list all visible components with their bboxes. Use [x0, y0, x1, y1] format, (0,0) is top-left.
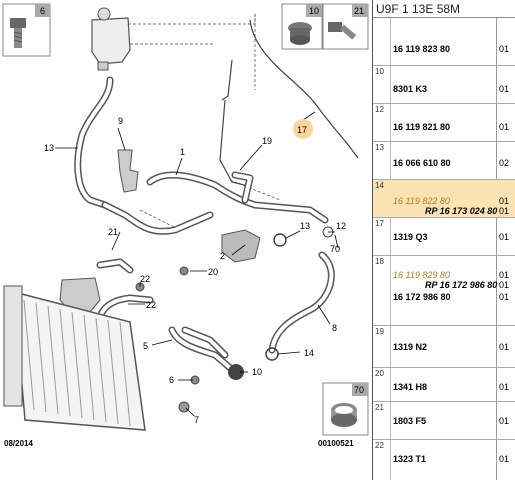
table-row[interactable]: 22 1323 T1 01: [375, 441, 510, 464]
quantity: 01: [499, 292, 510, 302]
inset-6[interactable]: 6: [2, 3, 51, 57]
hose-20: [96, 258, 134, 274]
inset-10[interactable]: 10: [281, 3, 323, 50]
table-row[interactable]: 13 16 066 610 80 02: [373, 142, 515, 180]
table-row[interactable]: 10 8301 K3 01: [373, 66, 515, 104]
replacement-part-number: RP 16 173 024 80: [425, 206, 498, 216]
callout-label[interactable]: 70: [330, 244, 340, 254]
parts-table: U9F 1 13E 58M 16 119 823 80 01 10 8301 K…: [372, 0, 515, 480]
part-number: 1803 F5: [393, 416, 427, 426]
inset-number[interactable]: 21: [354, 6, 364, 16]
callout-label[interactable]: 20: [208, 267, 218, 277]
expansion-tank: [91, 7, 131, 71]
connector-10: [228, 364, 244, 380]
exploded-diagram: 6 10 21: [2, 3, 369, 448]
quantity: 01: [499, 270, 510, 280]
radiator: [3, 285, 146, 431]
quantity: 01: [499, 342, 510, 352]
hose-5: [168, 326, 239, 376]
date-label[interactable]: 08/2014: [4, 439, 33, 448]
callout-label[interactable]: 8: [332, 323, 337, 333]
hose-11: [74, 76, 114, 209]
table-row[interactable]: 16 119 823 80 01: [373, 18, 515, 66]
bolt-icon: [328, 22, 357, 40]
part-number: 1319 Q3: [393, 232, 428, 242]
table-row[interactable]: 12 16 119 821 80 01: [373, 104, 515, 142]
hose-1: [101, 171, 329, 235]
clip-12: [273, 233, 287, 247]
callout-label[interactable]: 5: [143, 341, 148, 351]
table-row[interactable]: 18 16 119 829 80 01 RP 16 172 986 80 01 …: [373, 256, 515, 326]
quantity: 01: [499, 84, 510, 94]
part-number: 16 119 829 80: [393, 270, 450, 280]
quantity: 01: [499, 232, 510, 242]
clip-19: [179, 266, 189, 276]
callout-label[interactable]: 13: [44, 143, 54, 153]
hose-8: [268, 251, 335, 354]
callout-label[interactable]: 2: [220, 251, 225, 261]
table-header: U9F 1 13E 58M: [373, 0, 515, 18]
bolt-icon: [10, 18, 26, 48]
part-number: 1341 H8: [393, 382, 428, 392]
inset-21[interactable]: 21: [322, 3, 369, 50]
part-number: 8301 K3: [393, 84, 428, 94]
clip-7: [178, 401, 190, 413]
thermostat-housing: [221, 229, 261, 263]
table-row[interactable]: 19 1319 N2 01: [373, 326, 515, 368]
callout-highlight: [293, 119, 313, 139]
replacement-part-number: RP 16 172 986 80: [425, 280, 498, 290]
inset-number[interactable]: 10: [309, 6, 319, 16]
table-row[interactable]: 20 1341 H8 01: [373, 368, 515, 402]
callout-label[interactable]: 19: [262, 136, 272, 146]
quantity: 02: [499, 158, 510, 168]
part-number: 16 172 986 80: [393, 292, 451, 302]
callout-label[interactable]: 22: [140, 274, 150, 284]
clamp-ring-icon: [331, 403, 357, 427]
hose-14-line: [249, 19, 359, 159]
callout-label[interactable]: 7: [194, 415, 199, 425]
table-row[interactable]: 21 1803 F5 01: [373, 402, 515, 440]
inset-number[interactable]: 70: [354, 385, 364, 395]
callout-label[interactable]: 10: [252, 367, 262, 377]
callout-label[interactable]: 14: [304, 348, 314, 358]
callout-label[interactable]: 1: [180, 147, 185, 157]
callout-label[interactable]: 12: [336, 221, 346, 231]
diagram-canvas: 6 10 21: [2, 3, 369, 448]
inset-70[interactable]: 70: [322, 382, 369, 436]
diagram-code-label[interactable]: 00100521: [318, 439, 354, 448]
callout-label[interactable]: 17: [297, 125, 307, 135]
quantity: 01: [499, 196, 510, 206]
callout-label[interactable]: 21: [108, 227, 118, 237]
callout-label[interactable]: 6: [169, 375, 174, 385]
callout-label[interactable]: 22: [146, 300, 156, 310]
hose-18-line: [219, 99, 249, 187]
callout-label[interactable]: 9: [118, 116, 123, 126]
quantity: 01: [499, 280, 510, 290]
quantity: 01: [499, 454, 510, 464]
quantity: 01: [499, 206, 510, 216]
callout-label[interactable]: 13: [300, 221, 310, 231]
table-row-selected[interactable]: 14 16 119 822 80 01 RP 16 173 024 80 01: [373, 180, 515, 218]
part-number: 16 119 821 80: [393, 122, 451, 132]
bracket-9: [117, 149, 139, 193]
quantity: 01: [499, 382, 510, 392]
part-number: 1319 N2: [393, 342, 428, 352]
part-number: 16 066 610 80: [393, 158, 451, 168]
grommet-icon: [288, 22, 312, 45]
table-row[interactable]: 17 1319 Q3 01: [373, 218, 515, 256]
part-number: 16 119 822 80: [393, 196, 450, 206]
quantity: 01: [499, 122, 510, 132]
quantity: 01: [499, 416, 510, 426]
inset-number[interactable]: 6: [40, 6, 45, 16]
part-number: 1323 T1: [393, 454, 427, 464]
part-number: 16 119 823 80: [393, 44, 451, 54]
quantity: 01: [499, 44, 510, 54]
